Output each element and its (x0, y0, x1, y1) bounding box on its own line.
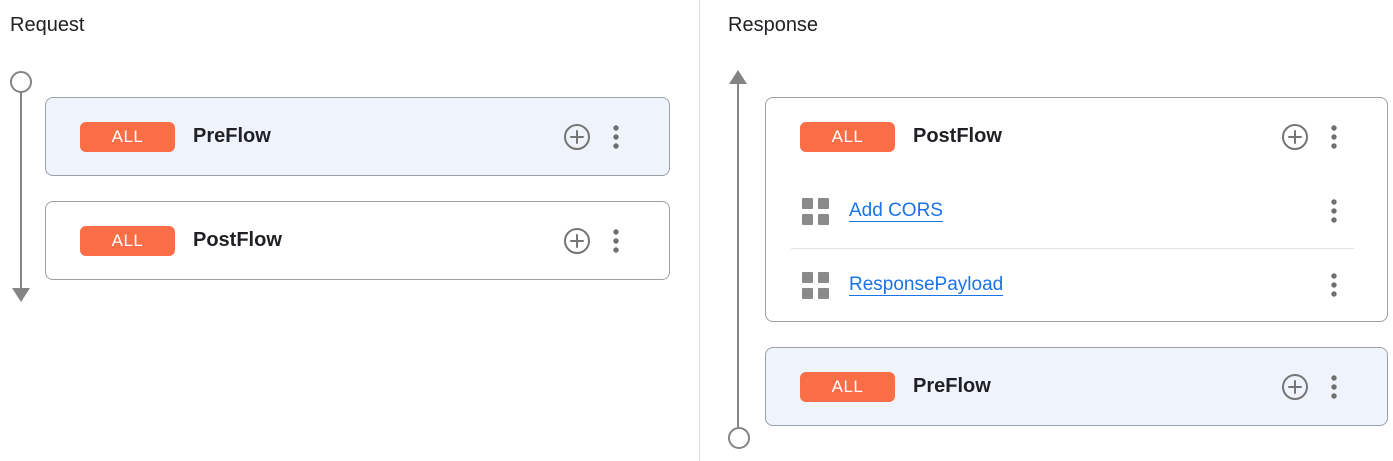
policy-separator (791, 247, 1354, 249)
policy-list: Add CORS (766, 175, 1387, 321)
flow-card-request-postflow[interactable]: ALL PostFlow (45, 201, 670, 280)
add-policy-button[interactable] (1281, 123, 1309, 151)
three-dot-menu-icon (613, 124, 619, 149)
plus-circle-icon (564, 123, 590, 150)
three-dot-menu-icon (1331, 374, 1337, 399)
flow-label: PostFlow (193, 229, 282, 251)
three-dot-menu-icon (1331, 124, 1337, 149)
flow-label: PostFlow (913, 125, 1002, 147)
more-options-button[interactable] (1327, 123, 1341, 151)
more-options-button[interactable] (609, 123, 623, 151)
flow-label: PreFlow (913, 375, 991, 397)
flow-card-header: ALL PostFlow (46, 202, 669, 279)
condition-badge: ALL (800, 121, 895, 152)
add-policy-button[interactable] (563, 227, 591, 255)
request-timeline-arrow-down-icon (12, 288, 30, 302)
condition-badge: ALL (80, 121, 175, 152)
request-timeline-start-circle-icon (10, 71, 32, 93)
three-dot-menu-icon (613, 228, 619, 253)
plus-circle-icon (564, 227, 590, 254)
request-panel-title: Request (10, 14, 85, 36)
flow-card-request-preflow[interactable]: ALL PreFlow (45, 97, 670, 176)
policy-row-responsepayload: ResponsePayload (766, 249, 1387, 322)
policy-grid-handle-icon (801, 197, 829, 226)
policy-link-add-cors[interactable]: Add CORS (849, 200, 943, 222)
response-timeline-line (737, 84, 739, 427)
response-timeline-end-circle-icon (728, 427, 750, 449)
more-options-button[interactable] (1327, 197, 1341, 225)
add-policy-button[interactable] (563, 123, 591, 151)
more-options-button[interactable] (1327, 373, 1341, 401)
flow-card-response-preflow[interactable]: ALL PreFlow (765, 347, 1388, 426)
flow-card-header: ALL PreFlow (46, 98, 669, 175)
request-timeline-line (20, 91, 22, 288)
policy-row-add-cors: Add CORS (766, 175, 1387, 248)
policy-link-responsepayload[interactable]: ResponsePayload (849, 273, 1004, 295)
plus-circle-icon (1282, 373, 1308, 400)
three-dot-menu-icon (1331, 199, 1337, 223)
more-options-button[interactable] (1327, 271, 1341, 299)
policy-grid-handle-icon (801, 271, 829, 299)
flow-card-response-postflow[interactable]: ALL PostFlow (765, 97, 1388, 322)
panel-divider (699, 0, 700, 461)
condition-badge: ALL (800, 371, 895, 402)
condition-badge: ALL (80, 225, 175, 256)
three-dot-menu-icon (1331, 273, 1337, 297)
flow-label: PreFlow (193, 125, 271, 147)
flow-card-header: ALL PreFlow (766, 348, 1387, 425)
flow-card-header: ALL PostFlow (766, 98, 1387, 175)
response-timeline-arrow-up-icon (729, 70, 747, 84)
plus-circle-icon (1282, 123, 1308, 150)
add-policy-button[interactable] (1281, 373, 1309, 401)
more-options-button[interactable] (609, 227, 623, 255)
response-panel-title: Response (728, 14, 819, 36)
